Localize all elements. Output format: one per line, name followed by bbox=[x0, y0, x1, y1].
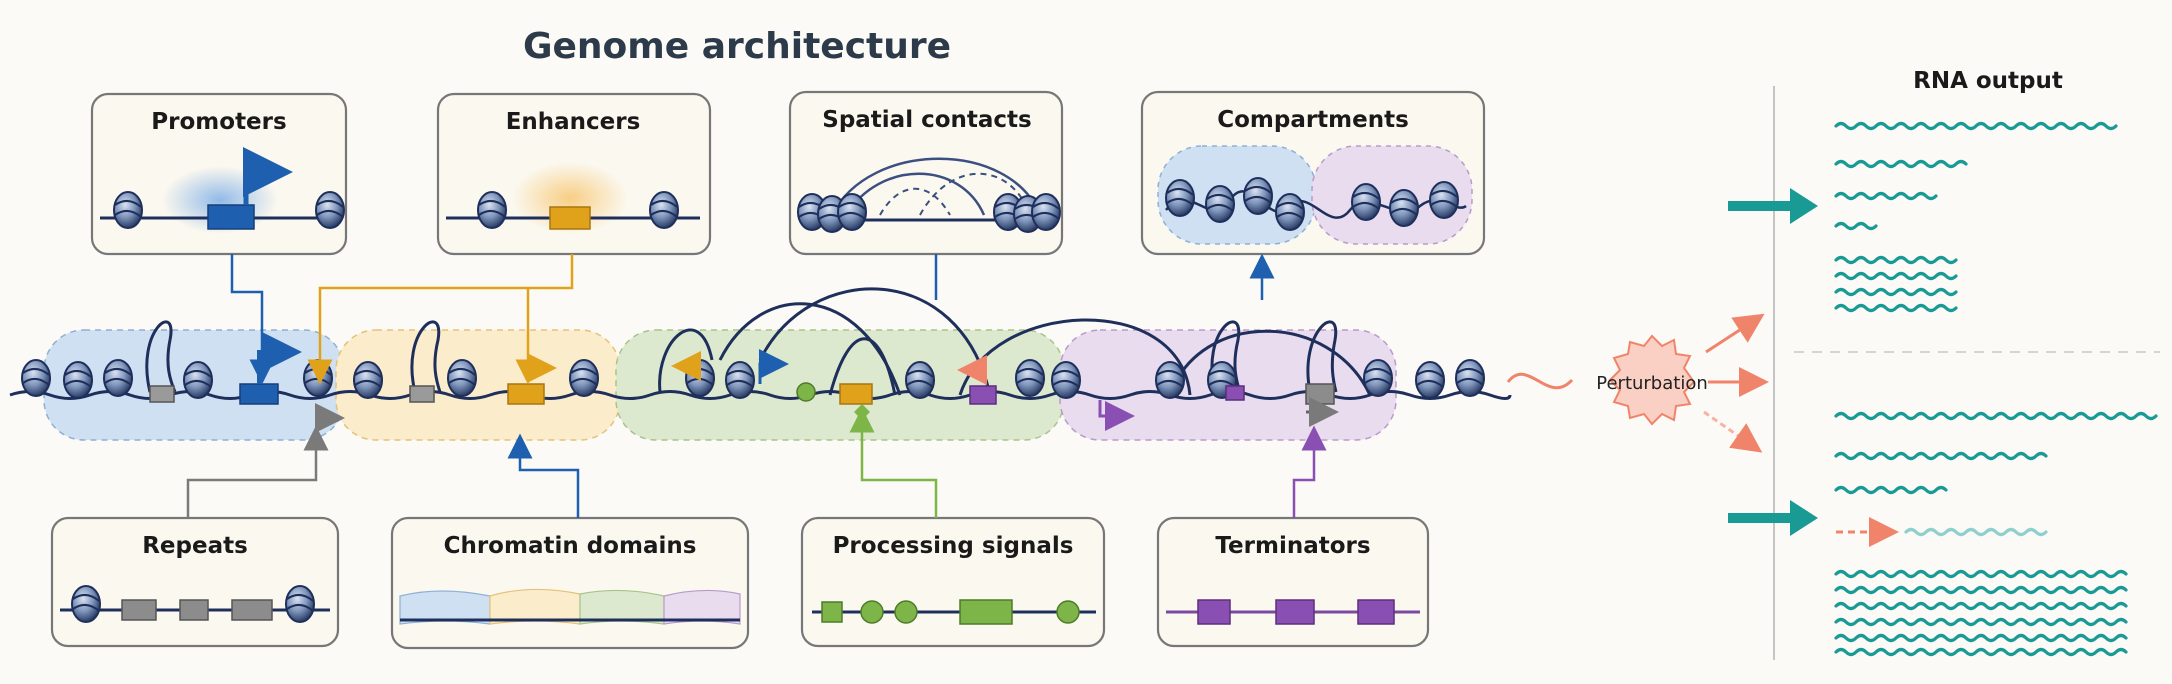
rna-transcript-line bbox=[1834, 601, 2128, 611]
enhancers-panel: Enhancers bbox=[436, 92, 712, 256]
repeat-block bbox=[231, 599, 273, 621]
processing-circle bbox=[1056, 600, 1080, 624]
repeats-connector bbox=[186, 425, 329, 518]
processing-connector bbox=[849, 407, 938, 518]
rna-transcript-line bbox=[1834, 569, 2128, 579]
rna-transcript-line bbox=[1834, 451, 2048, 461]
enhancer-connector bbox=[307, 254, 574, 385]
rna-transcript-line bbox=[1834, 647, 2128, 657]
terminators-label: Terminators bbox=[1215, 533, 1370, 559]
bottom-connectors bbox=[186, 404, 1327, 518]
processing-signals-label: Processing signals bbox=[833, 533, 1074, 559]
diagram-title: Genome architecture bbox=[523, 26, 951, 67]
processing-circle bbox=[894, 600, 918, 624]
terminators-panel: Terminators bbox=[1156, 516, 1430, 648]
rna-transcript-line bbox=[1834, 191, 1938, 201]
enhancer-glow bbox=[512, 162, 628, 234]
rna-transcript-line bbox=[1834, 221, 1878, 231]
perturbation-label: Perturbation bbox=[1596, 373, 1708, 394]
perturbation-arrow-up bbox=[1705, 313, 1765, 354]
promoters-panel: Promoters bbox=[90, 92, 348, 256]
rna-output-top bbox=[1728, 188, 1818, 224]
repeats-label: Repeats bbox=[142, 533, 248, 559]
promoter-element bbox=[239, 383, 279, 405]
rna-transcripts bbox=[1834, 121, 2158, 657]
repeat-element bbox=[1305, 383, 1335, 405]
enhancers-label: Enhancers bbox=[506, 109, 641, 135]
spatial-contacts-panel: Spatial contacts bbox=[788, 90, 1064, 256]
promoter-arrow-icon bbox=[243, 147, 293, 205]
terminator-block bbox=[1275, 599, 1315, 625]
rna-transcript-line bbox=[1834, 271, 1958, 281]
repeat-block bbox=[121, 599, 157, 621]
domain-swatch-purple bbox=[663, 589, 741, 625]
rna-big-arrow-head bbox=[1790, 500, 1818, 536]
rna-output-bottom bbox=[1728, 500, 1818, 536]
perturbation-squiggle bbox=[1506, 372, 1574, 390]
processing-diamond bbox=[854, 404, 870, 420]
processing-circle bbox=[860, 600, 884, 624]
top-connectors bbox=[230, 253, 1275, 385]
perturbation-starburst bbox=[1608, 334, 1696, 426]
terminator-block bbox=[1197, 599, 1231, 625]
processing-signals-panel: Processing signals bbox=[800, 516, 1106, 648]
fiber-elements bbox=[149, 332, 1339, 433]
chromatin-domains-label: Chromatin domains bbox=[444, 533, 697, 559]
rna-transcript-line bbox=[1834, 287, 1958, 297]
chromatin-loops bbox=[145, 287, 1372, 396]
repeat-element bbox=[409, 385, 435, 403]
chromatin-domains-panel: Chromatin domains bbox=[390, 516, 750, 650]
rna-transcript-line bbox=[1834, 121, 2118, 131]
terminator-arrow bbox=[1098, 400, 1135, 431]
terminator-element bbox=[969, 385, 997, 405]
perturbation-arrow-down bbox=[1703, 410, 1763, 453]
contact-arc bbox=[830, 157, 1042, 216]
rna-transcript-line bbox=[1834, 159, 1968, 169]
rna-transcript-line bbox=[1834, 303, 1958, 313]
rna-transcript-line bbox=[1834, 411, 2158, 421]
terminator-block bbox=[1357, 599, 1395, 625]
rna-transcript-line bbox=[1834, 617, 2128, 627]
terminator-element bbox=[1225, 385, 1245, 401]
rna-output-title: RNA output bbox=[1913, 68, 2063, 94]
contact-arc bbox=[879, 187, 951, 216]
compartment-b bbox=[1311, 145, 1473, 245]
rna-transcript-line bbox=[1834, 255, 1958, 265]
repeat-element bbox=[149, 385, 175, 403]
enhancer-element bbox=[507, 383, 545, 405]
rna-transcript-line bbox=[1904, 527, 2048, 537]
spatial-contacts-label: Spatial contacts bbox=[822, 107, 1031, 133]
rna-transcript-line bbox=[1834, 633, 2128, 643]
enhancer-element bbox=[839, 383, 873, 405]
promoters-label: Promoters bbox=[151, 109, 286, 135]
promoter-tss-arrow bbox=[758, 349, 789, 384]
perturbation-group: Perturbation bbox=[1506, 313, 1769, 453]
rna-transcript-line bbox=[1834, 585, 2128, 595]
repeat-block bbox=[179, 599, 209, 621]
compartments-panel: Compartments bbox=[1140, 90, 1486, 256]
rna-big-arrow-head bbox=[1790, 188, 1818, 224]
processing-square bbox=[821, 601, 843, 623]
promoter-connector bbox=[230, 254, 275, 385]
repeats-panel: Repeats bbox=[50, 516, 340, 648]
processing-element bbox=[796, 382, 816, 402]
rna-transcript-line bbox=[1834, 485, 1948, 495]
enhancer-block bbox=[549, 206, 591, 230]
processing-block bbox=[959, 599, 1013, 625]
compartments-label: Compartments bbox=[1217, 107, 1409, 133]
domains-connector bbox=[507, 433, 580, 518]
promoter-block bbox=[207, 204, 255, 230]
terminators-connector bbox=[1292, 425, 1327, 518]
